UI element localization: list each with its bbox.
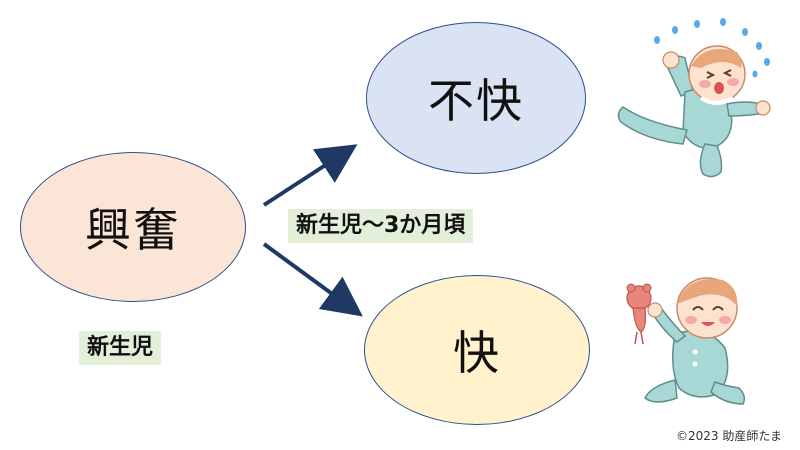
toy-rattle-icon: [626, 283, 652, 345]
node-pleasant-label: 快: [453, 326, 501, 380]
node-unpleasant-label: 不快: [428, 74, 524, 128]
happy-baby-with-toy-illustration: [626, 277, 746, 405]
copyright-credit: ©2023 助産師たま: [676, 429, 782, 443]
crying-baby-illustration: [617, 18, 771, 178]
arrow-to-unpleasant: [262, 144, 358, 207]
label-period: 新生児〜3か月頃: [288, 209, 474, 243]
arrow-to-pleasant: [262, 242, 363, 317]
tear-drops-icon: [654, 18, 770, 78]
node-excitement: 興奮: [20, 152, 246, 302]
label-newborn: 新生児: [79, 331, 162, 365]
node-excitement-label: 興奮: [85, 203, 181, 257]
node-pleasant: 快: [364, 275, 590, 425]
node-unpleasant: 不快: [366, 22, 586, 174]
